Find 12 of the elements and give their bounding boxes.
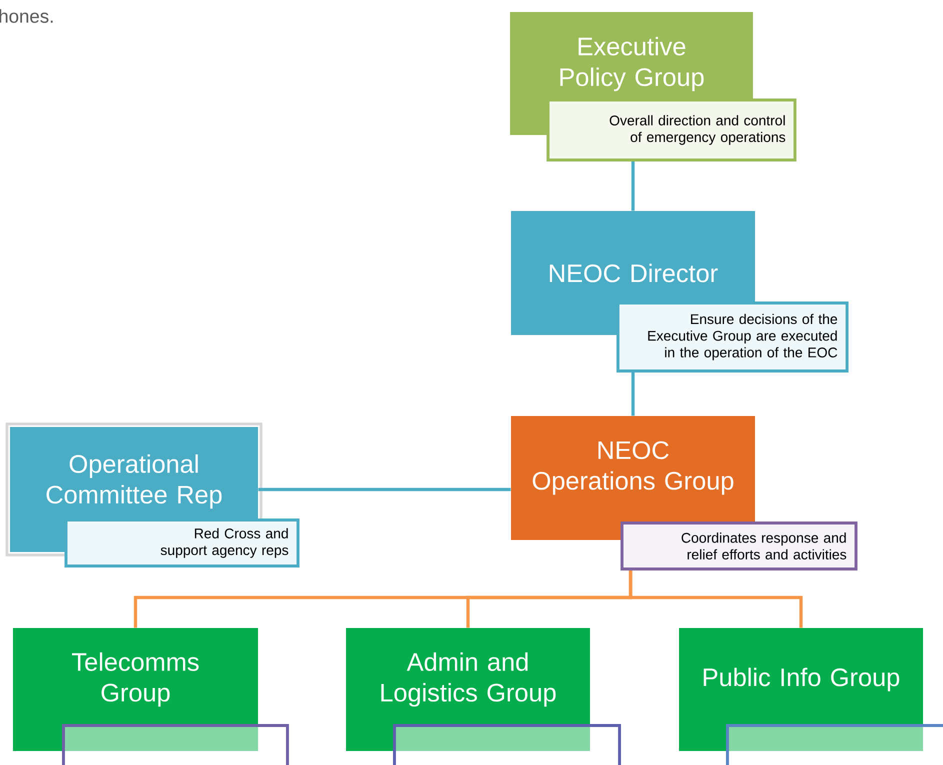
cut-off-text: hones. (0, 9, 53, 23)
description-box: Red Cross and support agency reps (64, 518, 300, 568)
connector-line (631, 372, 635, 416)
description-box: Overall direction and control of emergency operations (546, 98, 796, 162)
description-box (393, 724, 621, 765)
description-box: Ensure decisions of the Executive Group are executed in the operation of the EOC (616, 302, 848, 372)
description-box (62, 724, 289, 765)
connector-line (628, 570, 803, 628)
connector-line (258, 488, 511, 492)
description-box: Coordinates response and relief efforts and activities (620, 522, 858, 570)
description-box (726, 724, 943, 765)
connector-line (631, 161, 635, 211)
